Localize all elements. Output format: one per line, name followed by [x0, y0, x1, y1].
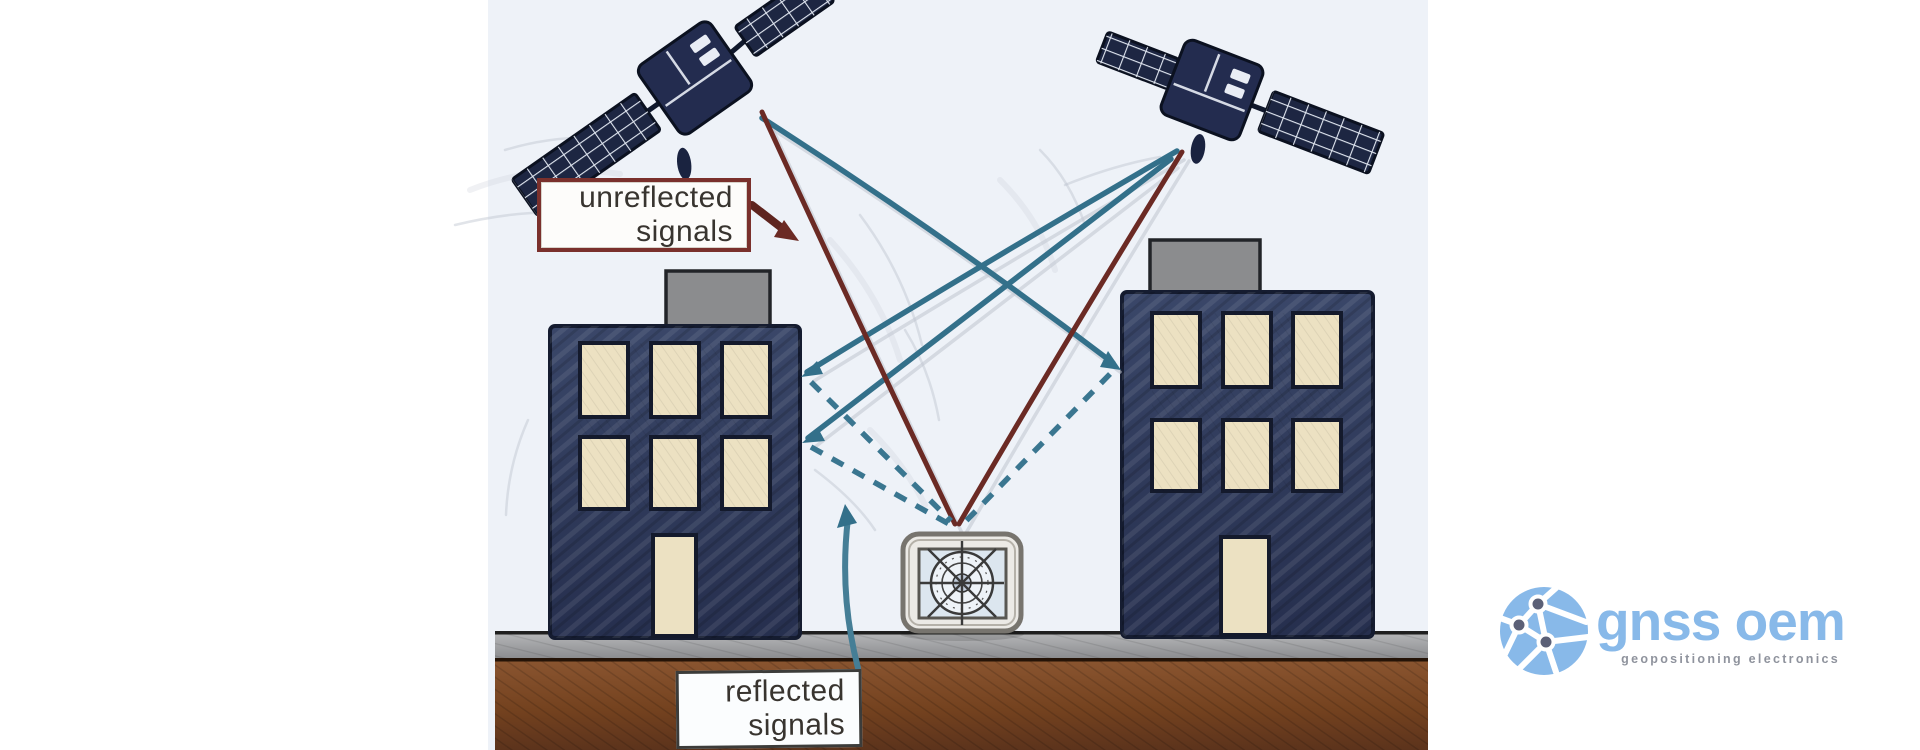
unreflected-signals-label: unreflected signals [537, 178, 751, 252]
bounced-ray-rightwall-to-receiver [963, 372, 1112, 524]
bounced-ray-leftwall-lower-to-receiver [809, 444, 951, 527]
satellite-sensor [699, 47, 720, 66]
building-left [548, 269, 802, 640]
reflected-ray-leftsat-to-rightwall [759, 115, 1116, 366]
logo-title: gnss oem [1596, 590, 1846, 652]
satellite-sensor [690, 34, 711, 53]
logo-tagline: geopositioning electronics [1621, 652, 1840, 666]
label-line-2: signals [636, 215, 733, 248]
globe-node [1509, 615, 1529, 635]
solar-panel-grid [1258, 91, 1384, 174]
solar-panel-grid [1096, 31, 1179, 89]
reflected-ray-rightsat-to-leftwall-upper [804, 148, 1180, 375]
reflected-label-arrow [842, 515, 861, 671]
satellite-antenna [1190, 134, 1206, 164]
ray-arrowhead-icon [1100, 351, 1121, 370]
satellite-body [1159, 38, 1265, 142]
label-line-1: reflected [725, 674, 845, 709]
globe-node [1528, 594, 1548, 614]
dirt-texture [495, 660, 1428, 750]
gnss-receiver-icon [900, 531, 1024, 641]
roof-structure [1148, 238, 1262, 296]
unreflected-arrowhead-icon [774, 220, 799, 241]
solar-panel-grid [734, 0, 835, 57]
signal-rays [759, 109, 1191, 535]
direct-ray-leftsat-to-receiver [759, 109, 958, 527]
ground [495, 631, 1428, 750]
satellite-right-icon [1095, 31, 1385, 175]
globe-node [1536, 632, 1556, 652]
building-right [1120, 238, 1375, 639]
roof-structure [664, 269, 772, 330]
direct-ray-rightsat-to-receiver [956, 149, 1185, 527]
ray-arrowhead-icon [802, 428, 825, 443]
window-shading [1152, 313, 1341, 491]
label-line-2: signals [748, 708, 846, 743]
satellite-sensor [1224, 83, 1245, 99]
receiver-crosshair [920, 541, 1004, 625]
reflected-arrowhead-icon [837, 504, 857, 528]
door [651, 533, 698, 638]
network-globe-icon [1497, 585, 1591, 675]
satellite-sensor [1230, 68, 1251, 84]
gnss-oem-logo: gnss oem geopositioning electronics [1596, 590, 1846, 667]
ray-arrowhead-icon [801, 361, 823, 377]
dirt-top-edge [495, 657, 1428, 662]
door [1219, 535, 1271, 637]
reflected-ray-rightsat-to-leftwall-lower [805, 156, 1174, 441]
annotation-arrows [748, 201, 861, 671]
reflected-signals-label: reflected signals [675, 669, 863, 749]
bounced-ray-leftwall-upper-to-receiver [809, 380, 953, 523]
window-shading [580, 343, 770, 509]
label-line-1: unreflected [579, 181, 733, 214]
satellite-antenna [676, 147, 692, 180]
